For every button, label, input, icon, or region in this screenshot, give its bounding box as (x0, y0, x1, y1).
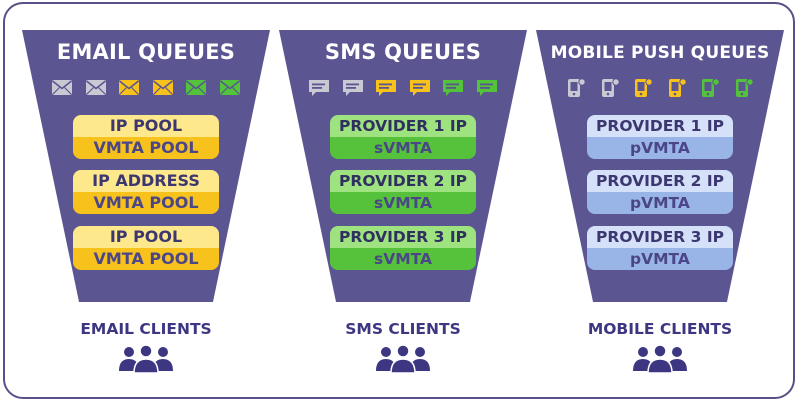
users-group-icon (633, 344, 687, 373)
provider-label: PROVIDER 2 IP (587, 170, 733, 192)
push-provider-block-1: PROVIDER 1 IP pVMTA (587, 115, 733, 159)
chat-bubble-icon (309, 80, 329, 96)
chat-bubble-icon (342, 80, 363, 96)
provider-label: PROVIDER 3 IP (587, 226, 733, 248)
email-column: EMAIL QUEUES IP POOL VMTA POOL IP ADDRES… (22, 0, 270, 403)
vmta-label: sVMTA (330, 192, 476, 214)
envelope-icon (186, 80, 207, 95)
pool-label: IP ADDRESS (73, 170, 219, 192)
users-group-icon (376, 344, 430, 373)
sms-column: SMS QUEUES PROVIDER 1 IP sVMTA PROVIDER … (279, 0, 527, 403)
sms-provider-block-3: PROVIDER 3 IP sVMTA (330, 226, 476, 270)
mobile-clients-label: MOBILE CLIENTS (587, 320, 733, 338)
vmta-label: VMTA POOL (73, 248, 219, 270)
sms-provider-block-2: PROVIDER 2 IP sVMTA (330, 170, 476, 214)
vmta-label: VMTA POOL (73, 137, 219, 159)
sms-clients-label: SMS CLIENTS (345, 320, 461, 338)
push-notification-icon (635, 78, 653, 97)
provider-label: PROVIDER 1 IP (330, 115, 476, 137)
push-notification-icon (568, 78, 586, 97)
pool-label: IP POOL (73, 226, 219, 248)
users-group-icon (119, 344, 173, 373)
email-pool-block-2: IP ADDRESS VMTA POOL (73, 170, 219, 214)
email-pool-block-1: IP POOL VMTA POOL (73, 115, 219, 159)
pool-label: IP POOL (73, 115, 219, 137)
vmta-label: VMTA POOL (73, 192, 219, 214)
push-provider-block-2: PROVIDER 2 IP pVMTA (587, 170, 733, 214)
vmta-label: pVMTA (587, 137, 733, 159)
push-notification-icon (702, 78, 721, 97)
sms-queues-title: SMS QUEUES (324, 40, 482, 64)
email-queues-title: EMAIL QUEUES (56, 40, 236, 64)
chat-bubble-icon (476, 80, 497, 96)
envelope-icon (119, 80, 140, 95)
provider-label: PROVIDER 1 IP (587, 115, 733, 137)
envelope-icon (52, 80, 72, 95)
provider-label: PROVIDER 3 IP (330, 226, 476, 248)
vmta-label: sVMTA (330, 137, 476, 159)
envelope-icon (152, 80, 173, 95)
sms-queue-icons (307, 77, 499, 99)
vmta-label: sVMTA (330, 248, 476, 270)
push-notification-icon (601, 78, 620, 97)
sms-provider-block-1: PROVIDER 1 IP sVMTA (330, 115, 476, 159)
email-pool-block-3: IP POOL VMTA POOL (73, 226, 219, 270)
mobile-push-queues-title: MOBILE PUSH QUEUES (550, 43, 770, 63)
mobile-push-column: MOBILE PUSH QUEUES PROVIDER 1 IP pVMTA P… (536, 0, 784, 403)
vmta-label: pVMTA (587, 192, 733, 214)
push-notification-icon (668, 78, 687, 97)
email-queue-icons (50, 77, 242, 99)
provider-label: PROVIDER 2 IP (330, 170, 476, 192)
push-provider-block-3: PROVIDER 3 IP pVMTA (587, 226, 733, 270)
push-notification-icon (735, 78, 754, 97)
vmta-label: pVMTA (587, 248, 733, 270)
chat-bubble-icon (409, 80, 430, 96)
email-clients-label: EMAIL CLIENTS (80, 320, 212, 338)
chat-bubble-icon (443, 80, 464, 96)
envelope-icon (219, 80, 240, 95)
envelope-icon (85, 80, 106, 95)
mobile-push-queue-icons (564, 77, 756, 99)
chat-bubble-icon (376, 80, 397, 96)
